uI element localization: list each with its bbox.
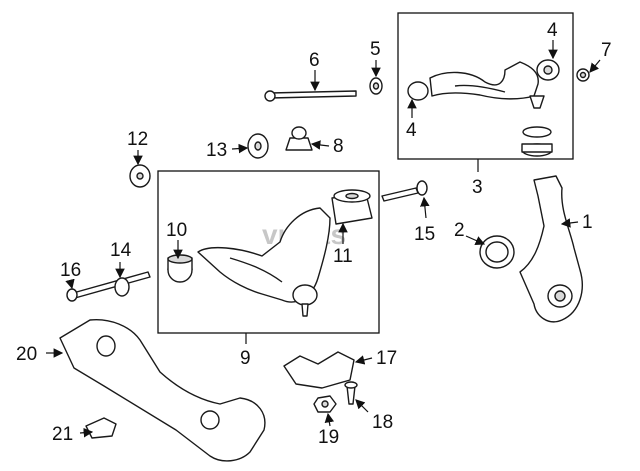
nut-part-19[interactable]	[313, 395, 337, 413]
callout-4-top: 4	[547, 20, 558, 41]
callout-12: 12	[127, 129, 148, 150]
bolt-part-6[interactable]	[264, 90, 357, 102]
upper-arm-assembly-frame	[397, 12, 574, 160]
bump-stop-part-8[interactable]	[285, 126, 313, 151]
bracket-part-17[interactable]	[283, 351, 355, 389]
callout-20: 20	[16, 344, 37, 365]
callout-16: 16	[60, 260, 81, 281]
bushing-part-11[interactable]	[331, 189, 373, 225]
callout-14: 14	[110, 240, 132, 261]
bushing-part-12[interactable]	[129, 164, 151, 188]
callout-15: 15	[414, 224, 435, 245]
washer-part-5[interactable]	[369, 77, 383, 95]
seal-part-2[interactable]	[479, 235, 515, 269]
callout-7: 7	[601, 40, 612, 61]
callout-4-bottom: 4	[406, 120, 417, 141]
callout-5: 5	[370, 39, 381, 60]
bracket-part-21[interactable]	[85, 417, 117, 439]
lower-arm-assembly-frame	[157, 170, 380, 334]
lower-control-arm-part[interactable]	[197, 207, 331, 317]
callout-18: 18	[372, 412, 393, 433]
callout-1: 1	[582, 212, 593, 233]
bolt-part-18[interactable]	[344, 381, 358, 405]
nut-part-7[interactable]	[576, 68, 590, 82]
callout-17: 17	[376, 348, 397, 369]
callout-21: 21	[52, 424, 73, 445]
cam-plate-part-14[interactable]	[114, 277, 130, 297]
callout-2: 2	[454, 220, 465, 241]
callout-6: 6	[309, 50, 320, 71]
callout-8: 8	[333, 136, 344, 157]
callout-9: 9	[240, 348, 251, 369]
callout-11: 11	[333, 246, 353, 267]
callout-19: 19	[318, 427, 339, 448]
callout-13: 13	[206, 140, 227, 161]
callout-10: 10	[166, 220, 187, 241]
bolt-part-15[interactable]	[381, 180, 428, 202]
bushing-part-13[interactable]	[247, 133, 269, 159]
steering-knuckle-part-1[interactable]	[519, 175, 583, 323]
upper-control-arm-part[interactable]	[407, 59, 560, 157]
callout-3: 3	[472, 177, 483, 198]
crossmember-part-20[interactable]	[59, 319, 266, 462]
bushing-part-10[interactable]	[167, 254, 193, 283]
